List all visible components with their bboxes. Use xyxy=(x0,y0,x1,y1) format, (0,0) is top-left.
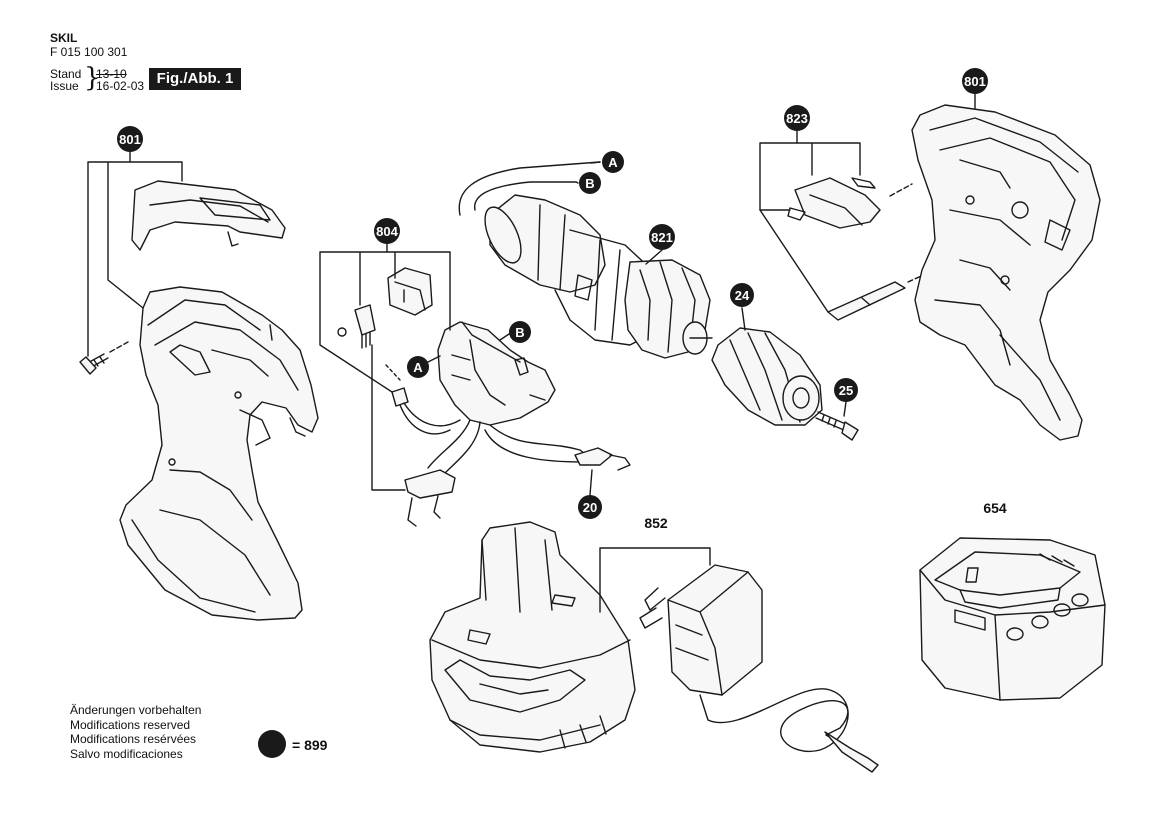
callout-821: 821 xyxy=(649,224,675,250)
switch-parts-drawing xyxy=(759,142,931,321)
legend-dot xyxy=(258,730,286,758)
screw-drawing xyxy=(815,411,859,441)
housing-right-drawing xyxy=(911,104,1101,441)
callout-804: 804 xyxy=(374,218,400,244)
modification-notes: Änderungen vorbehalten Modifications res… xyxy=(70,703,201,761)
callout-801-right-label: 801 xyxy=(964,74,986,89)
housing-left-drawing xyxy=(79,180,319,621)
part-label-654: 654 xyxy=(983,500,1007,516)
figure-label: Fig./Abb. 1 xyxy=(149,68,241,90)
note-fr: Modifications resérvées xyxy=(70,732,197,746)
note-es: Salvo modificaciones xyxy=(70,746,183,761)
callout-823: 823 xyxy=(784,105,810,131)
motor-gearbox-drawing xyxy=(458,161,713,359)
callout-20: 20 xyxy=(578,495,602,519)
callout-25-label: 25 xyxy=(839,383,853,398)
callout-b-switch-label: B xyxy=(515,325,524,340)
callout-804-label: 804 xyxy=(376,224,398,239)
callout-a-motor-label: A xyxy=(608,155,618,170)
charger-base-drawing xyxy=(919,537,1106,701)
callout-b-switch: B xyxy=(509,321,531,343)
part-label-852: 852 xyxy=(644,515,668,531)
battery-pack-drawing xyxy=(429,521,636,753)
callout-b-motor: B xyxy=(579,172,601,194)
callout-801-right: 801 xyxy=(962,68,988,94)
callout-821-label: 821 xyxy=(651,230,673,245)
callout-25: 25 xyxy=(834,378,858,402)
chuck-drawing xyxy=(711,327,823,426)
charger-drawing xyxy=(599,547,879,773)
legend-text: = 899 xyxy=(292,737,328,753)
callout-20-label: 20 xyxy=(583,500,597,515)
callout-801-left-label: 801 xyxy=(119,132,141,147)
brace-glyph: } xyxy=(84,63,101,93)
part-number: F 015 100 301 xyxy=(50,45,128,59)
callout-a-switch: A xyxy=(407,356,429,378)
switch-assembly-drawing xyxy=(319,251,631,527)
callout-b-motor-label: B xyxy=(585,176,594,191)
callout-a-motor: A xyxy=(602,151,624,173)
callout-bubbles: 801 804 821 823 801 24 xyxy=(117,68,988,519)
issue-label: Issue xyxy=(50,79,79,93)
issue-value: 16-02-03 xyxy=(96,79,145,93)
note-de: Änderungen vorbehalten xyxy=(70,703,202,717)
stand-value: 13-10 xyxy=(96,67,127,81)
callout-823-label: 823 xyxy=(786,111,808,126)
stand-label: Stand xyxy=(50,67,82,81)
note-en: Modifications reserved xyxy=(70,717,191,732)
callout-24: 24 xyxy=(730,283,754,307)
callout-24-label: 24 xyxy=(735,288,750,303)
leader-lines xyxy=(87,93,976,496)
callout-801-left: 801 xyxy=(117,126,143,152)
callout-a-switch-label: A xyxy=(413,360,423,375)
brand-name: SKIL xyxy=(50,31,78,45)
